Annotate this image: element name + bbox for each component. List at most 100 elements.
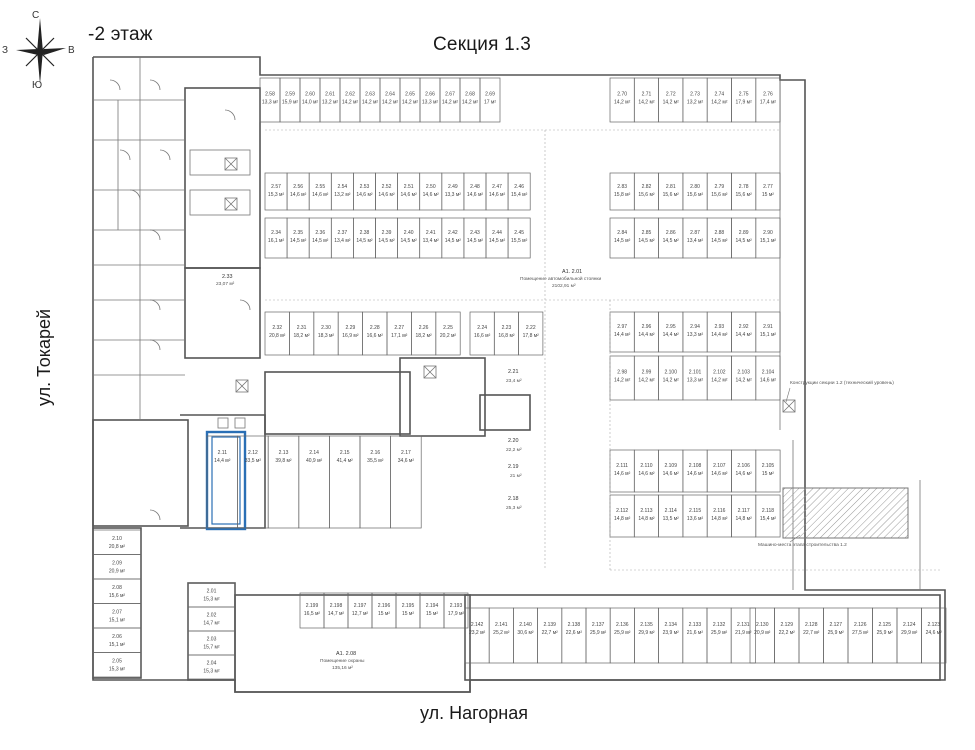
highlighted-storage-2-11[interactable] (205, 430, 247, 531)
